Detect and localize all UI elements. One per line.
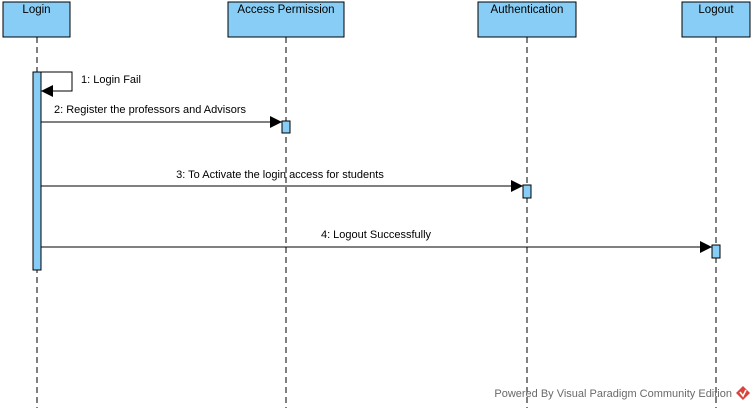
visual-paradigm-logo-icon xyxy=(736,386,750,400)
message-4[interactable]: 4: Logout Successfully xyxy=(41,229,712,253)
activation-bar-authentication[interactable] xyxy=(522,184,532,199)
message-1-arrow xyxy=(41,71,73,97)
message-2-label: 2: Register the professors and Advisors xyxy=(54,104,246,116)
lifeline-logout[interactable]: Logout xyxy=(681,1,751,408)
message-3[interactable]: 3: To Activate the login access for stud… xyxy=(41,169,523,192)
message-1-label: 1: Login Fail xyxy=(81,74,141,86)
watermark: Powered By Visual Paradigm Community Edi… xyxy=(494,386,750,400)
lifeline-title-logout: Logout xyxy=(698,4,734,16)
lifeline-title-access-permission: Access Permission xyxy=(237,4,334,16)
lifeline-title-login: Login xyxy=(22,4,50,16)
message-4-label: 4: Logout Successfully xyxy=(321,229,432,241)
message-3-label: 3: To Activate the login access for stud… xyxy=(176,169,384,181)
lifeline-title-authentication: Authentication xyxy=(491,4,564,16)
activation-bar-login[interactable] xyxy=(32,71,42,271)
message-2[interactable]: 2: Register the professors and Advisors xyxy=(41,104,282,128)
lifeline-authentication[interactable]: Authentication xyxy=(477,1,577,408)
message-1-self[interactable]: 1: Login Fail xyxy=(41,71,141,97)
activation-bar-access-permission[interactable] xyxy=(281,120,291,134)
lifeline-header-access-permission[interactable] xyxy=(227,1,345,38)
lifeline-header-logout[interactable] xyxy=(681,1,751,38)
lifeline-header-authentication[interactable] xyxy=(477,1,577,38)
watermark-text: Powered By Visual Paradigm Community Edi… xyxy=(494,388,732,400)
activation-bar-logout[interactable] xyxy=(711,244,721,259)
lifeline-access-permission[interactable]: Access Permission xyxy=(227,1,345,408)
lifeline-header-login[interactable] xyxy=(2,1,71,38)
